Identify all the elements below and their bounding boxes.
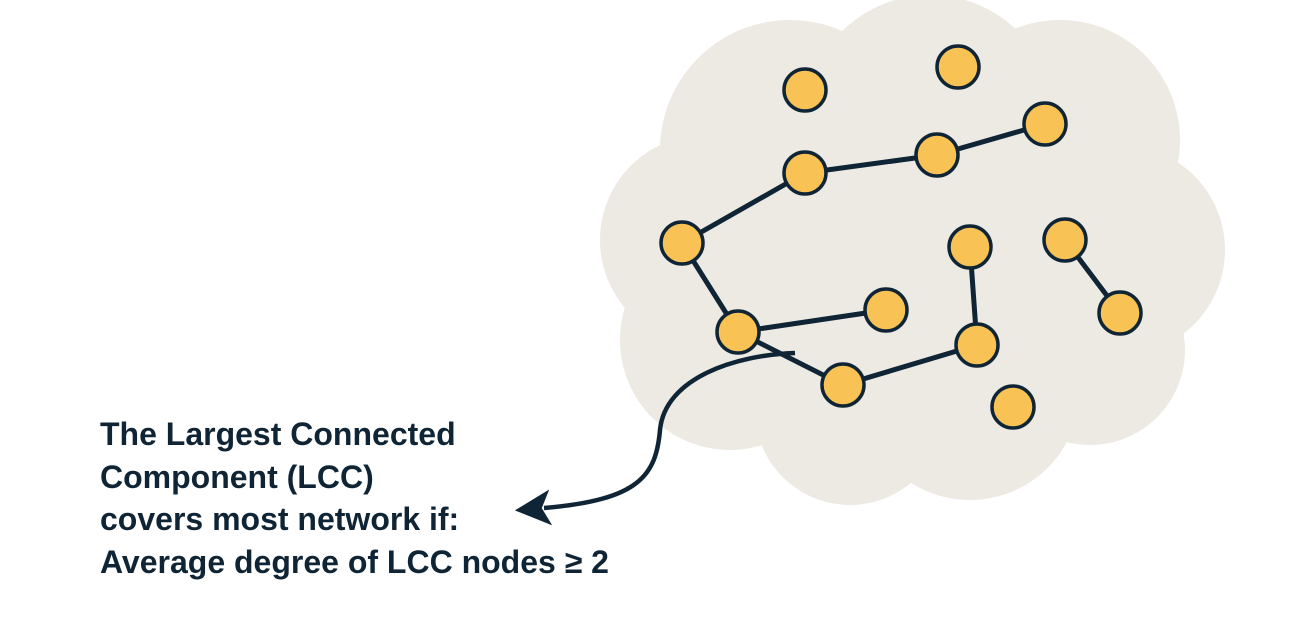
- network-node: [914, 132, 960, 178]
- network-node: [782, 150, 828, 196]
- caption-line: The Largest Connected: [100, 416, 456, 452]
- edge: [679, 170, 808, 246]
- network-node: [935, 44, 981, 90]
- lcc-pointer-arrow: [514, 350, 796, 526]
- network-node: [659, 220, 705, 266]
- network-node: [715, 309, 761, 355]
- network-node: [820, 362, 866, 408]
- caption-line: Component (LCC): [100, 458, 374, 495]
- edge: [735, 307, 889, 335]
- network-node: [1097, 290, 1143, 336]
- caption-line: Average degree of LCC nodes ≥ 2: [100, 543, 609, 580]
- network-node: [863, 287, 909, 333]
- network-node: [782, 67, 828, 113]
- network-node: [954, 322, 1000, 368]
- edge: [840, 342, 980, 388]
- network-node: [990, 384, 1036, 430]
- network-node: [947, 224, 993, 270]
- lcc-caption: The Largest Connected Component (LCC) co…: [100, 413, 800, 583]
- network-node: [1042, 217, 1088, 263]
- caption-line: covers most network if:: [100, 501, 460, 537]
- network-node: [1022, 101, 1068, 147]
